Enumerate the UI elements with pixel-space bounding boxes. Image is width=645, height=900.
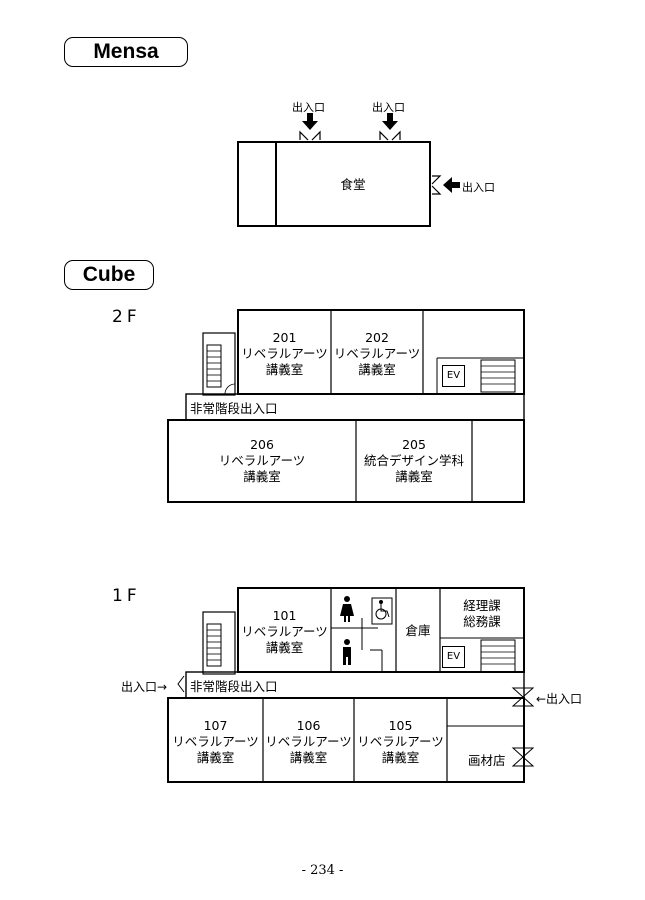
storage-room: 倉庫 — [405, 623, 431, 638]
accounting-general-affairs-office: 経理課総務課 — [463, 598, 501, 629]
door-shop — [511, 747, 535, 767]
mensa-door-top-left — [299, 130, 321, 141]
mensa-entrance-right: 出入口 — [462, 181, 495, 194]
accessible-icon — [375, 600, 390, 620]
floor-label-2f: 2F — [112, 307, 141, 327]
mensa-door-top-right — [379, 130, 401, 141]
section-label-mensa: Mensa — [64, 37, 188, 67]
elevator-2f: EV — [442, 365, 465, 387]
art-supply-shop: 画材店 — [468, 753, 506, 768]
mensa-entrance-top-right: 出入口 — [372, 101, 405, 114]
emergency-stair-entrance-2f: 非常階段出入口 — [190, 401, 278, 416]
emergency-stair-entrance-1f: 非常階段出入口 — [190, 679, 278, 694]
mensa-outline — [237, 141, 431, 227]
page-number: - 234 - — [301, 863, 344, 878]
section-label-cube: Cube — [64, 260, 154, 290]
toilet-icons — [340, 596, 354, 665]
door-right-1f — [511, 687, 535, 707]
door-left-1f — [177, 675, 185, 693]
floor-label-1f: 1F — [112, 586, 141, 606]
mensa-cafeteria: 食堂 — [340, 177, 366, 192]
entrance-right-1f: ←出入口 — [536, 692, 583, 706]
mensa-entrance-top-left: 出入口 — [292, 101, 325, 114]
entrance-left-1f: 出入口→ — [121, 680, 168, 694]
mensa-door-right — [431, 175, 442, 195]
elevator-1f: EV — [442, 646, 465, 668]
